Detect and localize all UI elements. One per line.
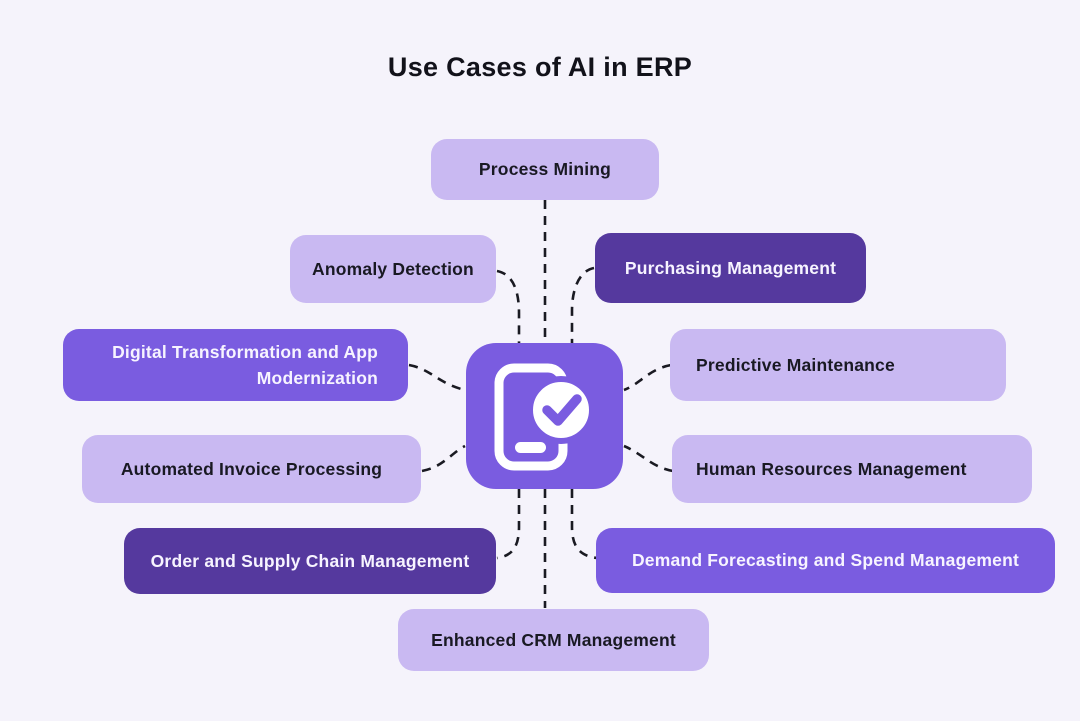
- connector-demand-forecasting: [570, 489, 598, 560]
- connector-human-resources: [623, 444, 674, 473]
- checkmark-icon: [542, 394, 582, 426]
- node-predictive-maintenance: Predictive Maintenance: [670, 329, 1006, 401]
- connector-digital-transformation: [408, 363, 466, 392]
- mobile-phone-check-icon: [494, 363, 595, 471]
- node-automated-invoice-processing: Automated Invoice Processing: [82, 435, 421, 503]
- connector-predictive-maintenance: [623, 363, 672, 392]
- erp-center-tile: [466, 343, 623, 489]
- connector-order-supply-chain: [496, 489, 521, 560]
- node-order-supply-chain-management: Order and Supply Chain Management: [124, 528, 496, 594]
- node-human-resources-management: Human Resources Management: [672, 435, 1032, 503]
- node-process-mining: Process Mining: [431, 139, 659, 200]
- page-title: Use Cases of AI in ERP: [387, 52, 693, 82]
- node-digital-transformation-app-modernization: Digital Transformation and App Moderniza…: [63, 329, 408, 401]
- phone-home-button: [515, 442, 546, 453]
- connector-purchasing-management: [570, 266, 595, 343]
- connector-automated-invoice: [421, 444, 466, 473]
- check-circle: [527, 376, 595, 444]
- connector-anomaly-detection: [496, 269, 521, 343]
- node-purchasing-management: Purchasing Management: [595, 233, 866, 303]
- node-enhanced-crm-management: Enhanced CRM Management: [398, 609, 709, 671]
- node-anomaly-detection: Anomaly Detection: [290, 235, 496, 303]
- node-demand-forecasting-spend-management: Demand Forecasting and Spend Management: [596, 528, 1055, 593]
